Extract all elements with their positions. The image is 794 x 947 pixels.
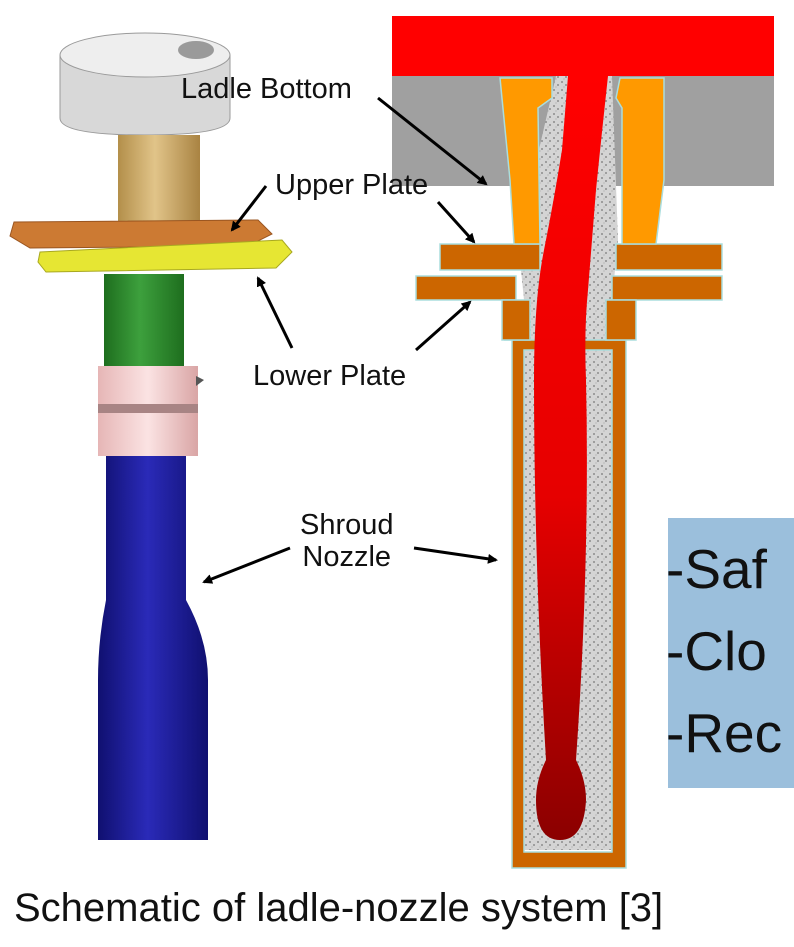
arrow-upper-plate-section [436,200,476,244]
label-shroud-line2: Nozzle [302,540,392,573]
label-shroud-nozzle: Shroud Nozzle [300,509,394,574]
arrow-ladle-bottom [377,96,488,186]
lower-plate-section [415,275,517,301]
steel-stream [534,76,608,840]
bullet-item: -Clo [666,620,767,682]
upper-nozzle-section [499,77,553,245]
lower-plate-3d [37,239,293,273]
label-upper-plate: Upper Plate [275,169,429,201]
nozzle-cross-section [392,16,774,869]
arrow-lower-plate-3d [256,276,294,349]
arrow-shroud-section [413,546,498,564]
collector-3d [104,274,184,366]
pointer-arrows [202,96,498,584]
label-lower-plate: Lower Plate [253,360,407,392]
label-shroud-line1: Shroud [300,509,394,541]
ladle-steel [392,16,774,76]
label-ladle-bottom: Ladle Bottom [181,73,352,105]
top-collar [59,54,231,136]
upper-plate-section [439,243,541,271]
bullet-item: -Saf [666,538,767,600]
arrow-upper-plate-3d [230,185,268,232]
bullet-list: -Saf -Clo -Rec [666,528,794,788]
bullet-item: -Rec [666,702,783,764]
figure-caption: Schematic of ladle-nozzle system [3] [14,886,664,930]
upper-nozzle-3d [118,135,200,225]
arrow-shroud-3d [202,546,291,584]
nozzle-3d-model [9,32,293,840]
arrow-lower-plate-section [415,300,472,352]
shroud-nozzle-3d [98,456,208,840]
bullet-box [668,518,794,788]
